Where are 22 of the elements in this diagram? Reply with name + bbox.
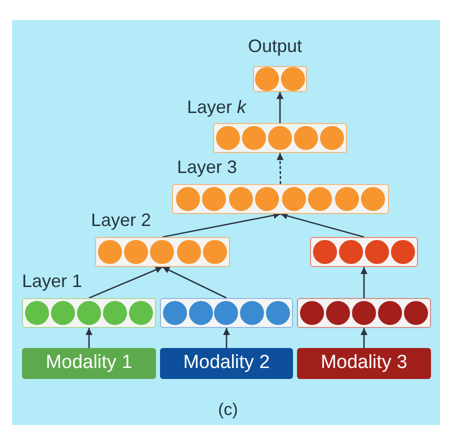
arrow (280, 212, 364, 238)
layer-label: Layer 3 (177, 156, 238, 178)
arrow (88, 266, 163, 299)
arrow (360, 267, 368, 298)
arrow (162, 266, 227, 299)
layer-box (297, 298, 431, 328)
arrow (86, 328, 92, 348)
input-box: Modality 1 (22, 348, 156, 379)
arrow (162, 212, 281, 238)
layer-label: Output (248, 35, 302, 57)
arrow (276, 92, 284, 123)
layer-label: Layer k (187, 96, 246, 118)
layer-box (310, 237, 418, 267)
arrow (360, 328, 368, 348)
input-box: Modality 3 (297, 348, 431, 379)
layer-label: Layer 1 (22, 270, 82, 292)
layer-label: Layer 2 (91, 209, 152, 231)
input-box: Modality 2 (160, 348, 293, 379)
panel-label: (c) (217, 399, 239, 421)
arrow (276, 152, 284, 184)
layer-box (160, 298, 293, 328)
arrow (223, 328, 230, 348)
